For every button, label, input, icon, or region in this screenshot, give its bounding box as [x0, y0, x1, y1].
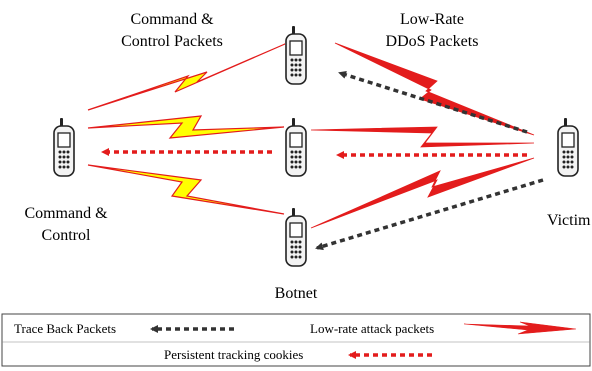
bot-phone-middle-icon — [285, 117, 307, 177]
ddos-packets-label-line1: Low-Rate — [400, 11, 464, 28]
legend-low-rate-label: Low-rate attack packets — [310, 321, 434, 336]
cookie-arrows — [101, 148, 527, 159]
dashed-arrow-icon — [315, 178, 544, 251]
legend-lightning-bolt-icon — [463, 321, 577, 335]
legend-trace-back-label: Trace Back Packets — [14, 321, 116, 336]
command-control-label-line1: Command & — [24, 205, 108, 222]
lightning-bolt-icon — [310, 157, 535, 229]
victim-phone-icon — [557, 117, 579, 177]
cc-bolts — [87, 43, 286, 215]
lightning-bolt-icon — [87, 43, 286, 111]
victim-label: Victim — [547, 212, 591, 229]
ddos-packets-label-line2: DDoS Packets — [386, 33, 479, 50]
command-control-label-line2: Control — [42, 227, 91, 244]
lightning-bolt-icon — [334, 42, 535, 136]
lightning-bolt-icon — [87, 164, 285, 215]
cc-packets-label-line1: Command & — [130, 11, 214, 28]
lightning-bolt-icon — [310, 126, 535, 148]
attack-bolts — [310, 42, 535, 229]
legend-cookies-label: Persistent tracking cookies — [164, 347, 303, 362]
bot-phone-top-icon — [285, 25, 307, 85]
botnet-label: Botnet — [275, 285, 318, 302]
command-control-phone-icon — [53, 117, 75, 177]
legend: Trace Back Packets Low-rate attack packe… — [1, 313, 591, 367]
dashed-arrow-icon — [338, 70, 528, 134]
trace-back-arrows — [315, 70, 544, 251]
lightning-bolt-icon — [87, 115, 285, 139]
cc-packets-label-line2: Control Packets — [121, 33, 223, 50]
bot-phone-bottom-icon — [285, 207, 307, 267]
